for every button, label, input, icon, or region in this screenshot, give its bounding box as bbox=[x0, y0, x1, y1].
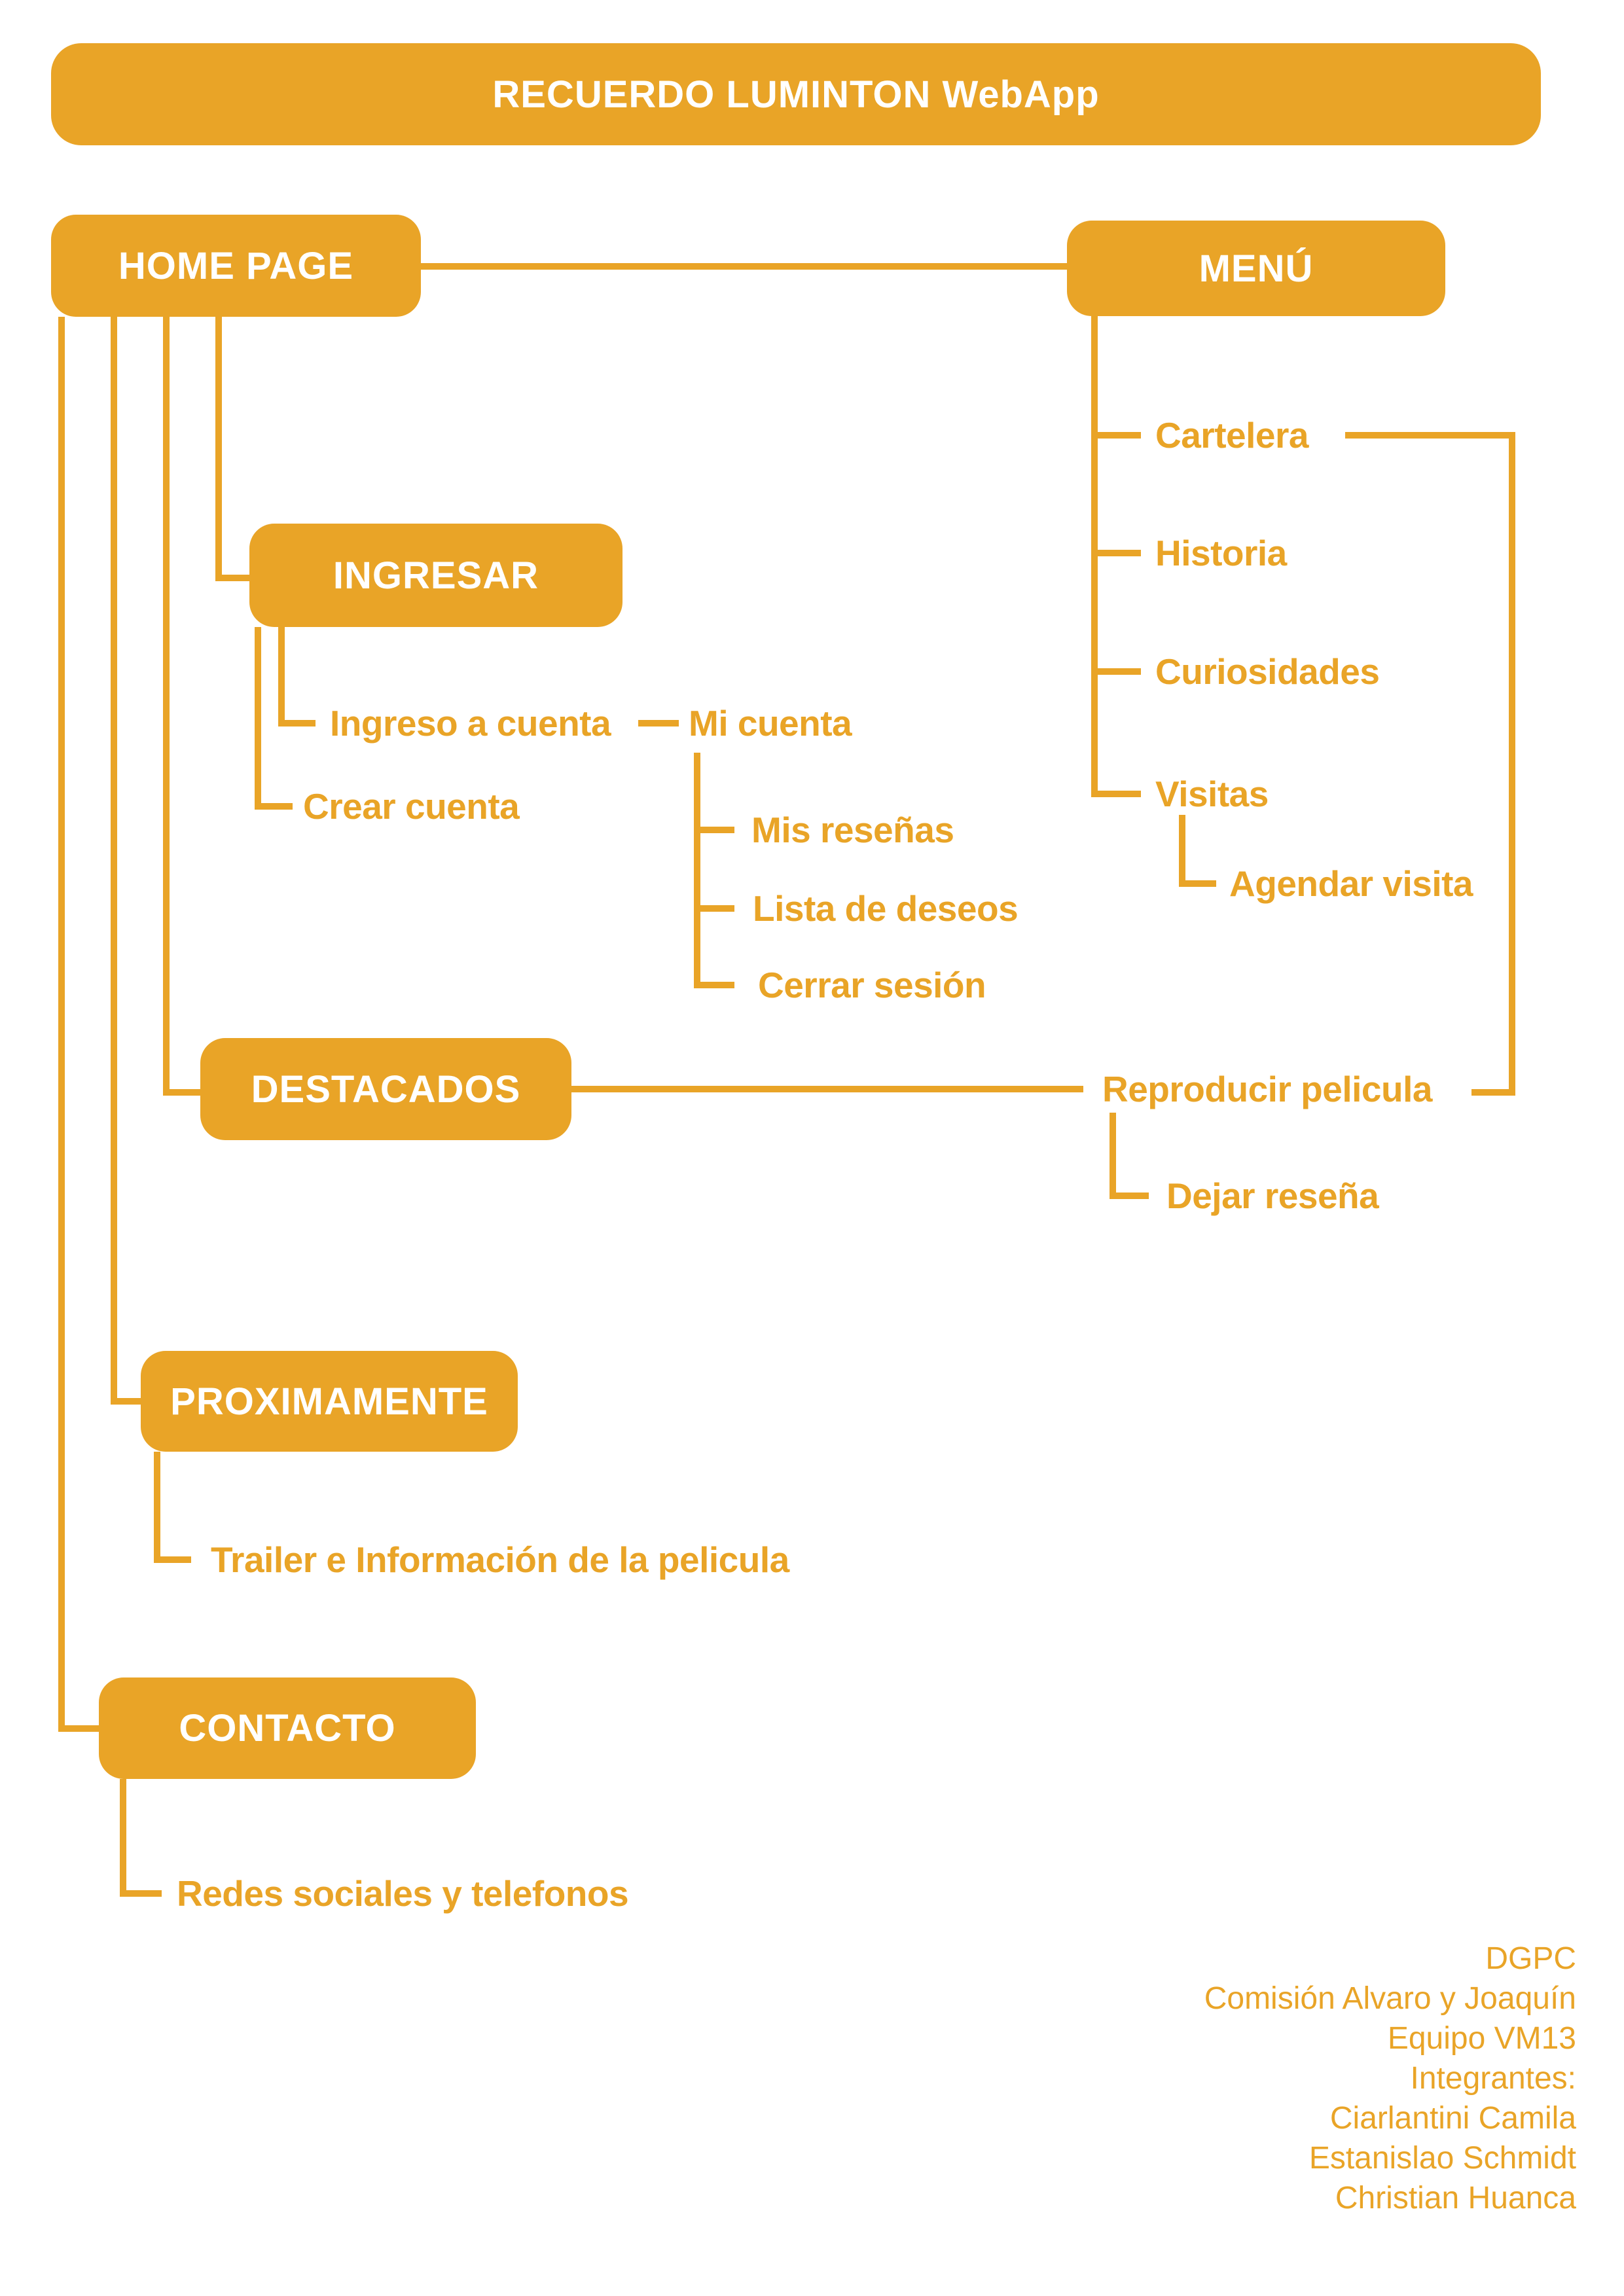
leaf-mi-cuenta: Mi cuenta bbox=[689, 703, 852, 744]
connector-micuenta-v bbox=[694, 753, 700, 988]
leaf-trailer-info: Trailer e Información de la pelicula bbox=[211, 1539, 789, 1580]
connector-menu-cartelera-h bbox=[1091, 432, 1141, 439]
node-home-page-label: HOME PAGE bbox=[118, 244, 354, 287]
connector-ingresar-crearcuenta-h bbox=[255, 803, 293, 810]
connector-contacto-redes-h bbox=[120, 1890, 162, 1897]
credits-block: DGPC Comisión Alvaro y Joaquín Equipo VM… bbox=[1204, 1939, 1576, 2218]
node-contacto-label: CONTACTO bbox=[179, 1707, 396, 1749]
connector-destacados-reproducir bbox=[571, 1086, 1083, 1092]
connector-contacto-redes-v bbox=[120, 1779, 126, 1897]
connector-ingresar-ingreso-h bbox=[278, 720, 316, 726]
connector-home-proximamente-h bbox=[111, 1398, 147, 1405]
connector-reproducir-dejar-h bbox=[1110, 1193, 1149, 1199]
node-proximamente: PROXIMAMENTE bbox=[141, 1351, 518, 1452]
connector-ingreso-micuenta bbox=[638, 720, 679, 726]
connector-micuenta-cerrarsesion-h bbox=[694, 982, 734, 988]
node-menu: MENÚ bbox=[1067, 221, 1445, 316]
connector-ingresar-crearcuenta-v bbox=[255, 627, 261, 810]
credits-line: Estanislao Schmidt bbox=[1308, 2141, 1576, 2176]
connector-ingresar-ingreso-v bbox=[278, 627, 285, 726]
connector-home-ingresar-v bbox=[215, 317, 222, 581]
leaf-mis-resenas: Mis reseñas bbox=[751, 810, 954, 850]
connector-home-destacados-h bbox=[163, 1089, 207, 1096]
connector-home-ingresar-h bbox=[215, 575, 256, 581]
connector-menu-v bbox=[1091, 316, 1098, 797]
connector-menu-historia-h bbox=[1091, 550, 1141, 556]
leaf-ingreso-a-cuenta: Ingreso a cuenta bbox=[330, 703, 611, 744]
title-banner: RECUERDO LUMINTON WebApp bbox=[51, 43, 1541, 145]
connector-cartelera-reproducir-v bbox=[1509, 432, 1515, 1096]
leaf-visitas: Visitas bbox=[1155, 774, 1269, 814]
credits-line: Ciarlantini Camila bbox=[1329, 2101, 1576, 2136]
node-destacados-label: DESTACADOS bbox=[251, 1067, 521, 1111]
leaf-cartelera: Cartelera bbox=[1155, 415, 1308, 456]
leaf-historia: Historia bbox=[1155, 533, 1287, 573]
credits-line: DGPC bbox=[1485, 1941, 1576, 1976]
connector-micuenta-listadeseos-h bbox=[694, 905, 734, 912]
connector-proximamente-trailer-h bbox=[154, 1556, 191, 1563]
connector-home-contacto-h bbox=[58, 1725, 105, 1732]
node-ingresar-label: INGRESAR bbox=[333, 554, 539, 597]
node-home-page: HOME PAGE bbox=[51, 215, 421, 317]
connector-home-proximamente-v bbox=[111, 317, 117, 1405]
connector-proximamente-trailer-v bbox=[154, 1452, 160, 1563]
connector-home-contacto-v bbox=[58, 317, 65, 1732]
leaf-cerrar-sesion: Cerrar sesión bbox=[758, 965, 986, 1005]
leaf-reproducir-pelicula: Reproducir pelicula bbox=[1102, 1069, 1432, 1109]
connector-cartelera-right-h bbox=[1345, 432, 1515, 439]
leaf-dejar-resena: Dejar reseña bbox=[1166, 1175, 1379, 1216]
connector-visitas-agendar-h bbox=[1179, 880, 1216, 887]
connector-menu-visitas-h bbox=[1091, 791, 1141, 797]
node-destacados: DESTACADOS bbox=[200, 1038, 571, 1140]
connector-home-destacados-v bbox=[163, 317, 170, 1096]
credits-line: Comisión Alvaro y Joaquín bbox=[1204, 1981, 1576, 2016]
leaf-curiosidades: Curiosidades bbox=[1155, 651, 1380, 692]
connector-micuenta-misresenas-h bbox=[694, 827, 734, 833]
node-ingresar: INGRESAR bbox=[249, 524, 623, 627]
node-menu-label: MENÚ bbox=[1199, 247, 1314, 290]
connector-visitas-agendar-v bbox=[1179, 815, 1185, 887]
leaf-redes-sociales: Redes sociales y telefonos bbox=[177, 1873, 629, 1914]
connector-reproducir-right-stub bbox=[1471, 1089, 1515, 1096]
connector-menu-curiosidades-h bbox=[1091, 668, 1141, 675]
connector-home-menu bbox=[421, 263, 1067, 270]
diagram-title: RECUERDO LUMINTON WebApp bbox=[492, 73, 1100, 116]
node-contacto: CONTACTO bbox=[99, 1677, 476, 1779]
leaf-crear-cuenta: Crear cuenta bbox=[303, 786, 520, 827]
leaf-agendar-visita: Agendar visita bbox=[1229, 863, 1473, 904]
connector-reproducir-dejar-v bbox=[1110, 1113, 1116, 1199]
credits-line: Equipo VM13 bbox=[1387, 2021, 1576, 2056]
node-proximamente-label: PROXIMAMENTE bbox=[170, 1380, 488, 1423]
leaf-lista-de-deseos: Lista de deseos bbox=[753, 888, 1019, 929]
credits-line: Christian Huanca bbox=[1335, 2181, 1576, 2215]
credits-line: Integrantes: bbox=[1410, 2061, 1577, 2096]
